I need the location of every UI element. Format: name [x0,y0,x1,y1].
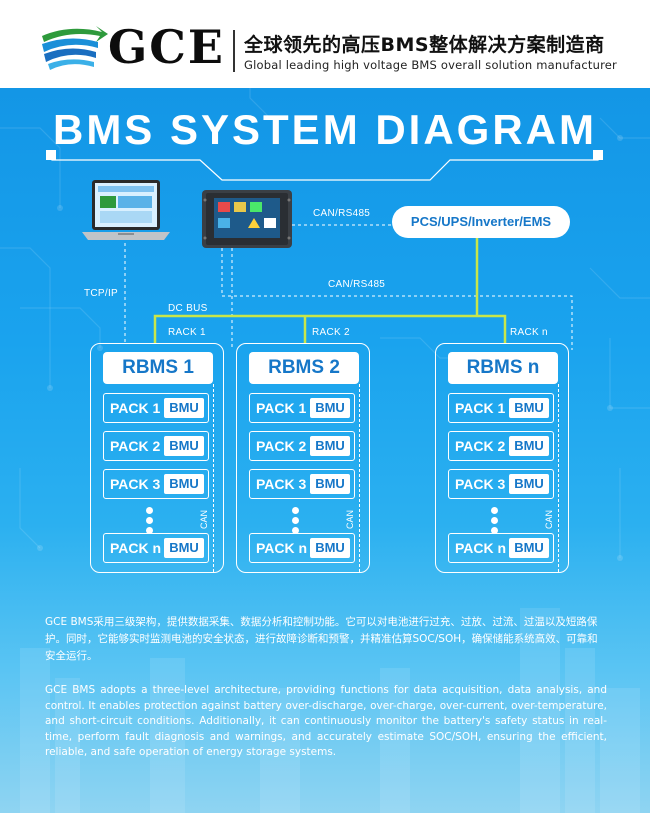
pack-label: PACK 1 [110,400,161,416]
pack-row: PACK 2 BMU [448,431,554,461]
bmu-badge: BMU [509,436,549,456]
ellipsis-dots [292,507,302,537]
pack-row: PACK 3 BMU [103,469,209,499]
tagline-cn: 全球领先的高压BMS整体解决方案制造商 [244,34,605,56]
can-label: CAN [544,509,554,529]
bmu-badge: BMU [509,538,549,558]
can-line [359,384,360,572]
pack-row: PACK 3 BMU [448,469,554,499]
pack-label: PACK 2 [110,438,161,454]
bmu-badge: BMU [509,398,549,418]
bmu-badge: BMU [164,436,204,456]
pack-label: PACK 3 [256,476,307,492]
rack-n: RBMS n PACK 1 BMU PACK 2 BMU PACK 3 BMU … [435,343,569,573]
logo-divider [233,30,235,72]
pack-row: PACK n BMU [249,533,355,563]
bmu-badge: BMU [509,474,549,494]
bmu-badge: BMU [310,474,350,494]
pack-label: PACK n [256,540,308,556]
pack-label: PACK 3 [110,476,161,492]
can-label: CAN [345,509,355,529]
pack-label: PACK n [110,540,162,556]
ellipsis-dots [491,507,501,537]
can-rs485-top-label: CAN/RS485 [313,208,371,219]
rack-label-2: RACK 2 [312,327,350,338]
pack-row: PACK 2 BMU [249,431,355,461]
bmu-badge: BMU [310,398,350,418]
page-title: BMS SYSTEM DIAGRAM [52,106,597,153]
bmu-badge: BMU [310,436,350,456]
can-label: CAN [199,509,209,529]
main-panel: BMS SYSTEM DIAGRAM [0,88,650,813]
pack-row: PACK 1 BMU [448,393,554,423]
pack-label: PACK 2 [455,438,506,454]
dc-bus-label: DC BUS [168,303,208,314]
bmu-badge: BMU [164,474,204,494]
rbms-title: RBMS n [448,352,558,384]
pack-row: PACK n BMU [448,533,554,563]
rack-1: RBMS 1 PACK 1 BMU PACK 2 BMU PACK 3 BMU … [90,343,224,573]
gce-logo-icon [42,26,108,70]
bmu-badge: BMU [164,538,204,558]
rack-label-1: RACK 1 [168,327,206,338]
laptop-icon [82,180,170,240]
can-line [213,384,214,572]
pack-label: PACK 2 [256,438,307,454]
connection-lines [46,150,603,350]
pack-label: PACK 1 [256,400,307,416]
bmu-badge: BMU [310,538,350,558]
rbms-title: RBMS 1 [103,352,213,384]
can-line [558,384,559,572]
pack-row: PACK 1 BMU [103,393,209,423]
pcs-ups-inverter-ems-box: PCS/UPS/Inverter/EMS [392,206,570,238]
hmi-display-icon [202,190,292,248]
rbms-title: RBMS 2 [249,352,359,384]
description-en: GCE BMS adopts a three-level architectur… [45,684,607,758]
tagline-en: Global leading high voltage BMS overall … [244,58,617,72]
header: GCE 全球领先的高压BMS整体解决方案制造商 Global leading h… [0,0,650,88]
can-rs485-mid-label: CAN/RS485 [328,279,386,290]
circuit-background [0,88,650,813]
pack-row: PACK n BMU [103,533,209,563]
pack-label: PACK 1 [455,400,506,416]
bmu-badge: BMU [164,398,204,418]
pack-row: PACK 2 BMU [103,431,209,461]
ellipsis-dots [146,507,156,537]
logo-text: GCE [108,20,225,74]
pack-row: PACK 1 BMU [249,393,355,423]
pack-row: PACK 3 BMU [249,469,355,499]
tcp-ip-label: TCP/IP [84,288,119,299]
description-cn: GCE BMS采用三级架构，提供数据采集、数据分析和控制功能。它可以对电池进行过… [45,616,598,662]
rack-2: RBMS 2 PACK 1 BMU PACK 2 BMU PACK 3 BMU … [236,343,370,573]
rack-label-n: RACK n [510,327,548,338]
pack-label: PACK n [455,540,507,556]
pack-label: PACK 3 [455,476,506,492]
